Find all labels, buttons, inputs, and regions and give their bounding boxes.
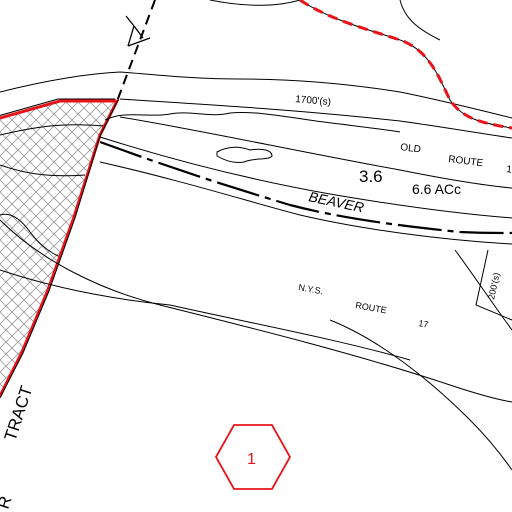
label-route-2-num: 17 bbox=[418, 318, 430, 330]
north-arrow-line bbox=[115, 0, 156, 105]
old-route-line-3 bbox=[99, 161, 512, 245]
top-right-curve-2 bbox=[299, 0, 512, 129]
nys-route-17-line-2 bbox=[0, 269, 171, 306]
label-route: ROUTE bbox=[448, 154, 484, 169]
top-right-curve-3 bbox=[399, 0, 441, 41]
top-right-curve-1 bbox=[209, 0, 301, 6]
label-1700: 1700'(s) bbox=[295, 94, 332, 108]
label-hex-number: 1 bbox=[247, 451, 256, 468]
creek-outline bbox=[104, 111, 401, 133]
hatched-parcel bbox=[0, 101, 117, 396]
old-route-line-1 bbox=[119, 116, 512, 189]
old-route-line-2 bbox=[99, 136, 512, 219]
hexagon-sheet-marker-icon bbox=[214, 424, 292, 490]
label-acreage: 6.6 ACc bbox=[412, 181, 461, 197]
nys-route-17-line-1 bbox=[0, 219, 512, 403]
label-tract-partial: R bbox=[0, 494, 16, 512]
parcel-200-box bbox=[475, 249, 512, 321]
label-old: OLD bbox=[400, 142, 422, 155]
parcel-top-line bbox=[0, 98, 115, 116]
creek-island bbox=[216, 146, 273, 163]
label-tract: TRACT bbox=[1, 383, 37, 443]
right-lower-line bbox=[454, 249, 512, 331]
label-parcel-number: 3.6 bbox=[359, 167, 383, 186]
road-red-dashed bbox=[299, 0, 512, 130]
label-route-num: 1 bbox=[506, 164, 512, 176]
north-arrow-icon bbox=[125, 15, 151, 47]
road-line-top-2 bbox=[119, 98, 512, 139]
label-route-2: ROUTE bbox=[355, 300, 388, 315]
label-200: 200'(s) bbox=[486, 272, 501, 301]
parcel-side-line bbox=[0, 99, 119, 399]
parcel-boundary-red bbox=[0, 99, 120, 397]
beaver-kill-centerline bbox=[99, 140, 512, 235]
lower-diagonal-line bbox=[329, 319, 512, 471]
nys-route-17-line-3 bbox=[169, 304, 411, 361]
label-nys: N.Y.S. bbox=[298, 282, 324, 296]
road-line-top-1 bbox=[0, 71, 512, 119]
